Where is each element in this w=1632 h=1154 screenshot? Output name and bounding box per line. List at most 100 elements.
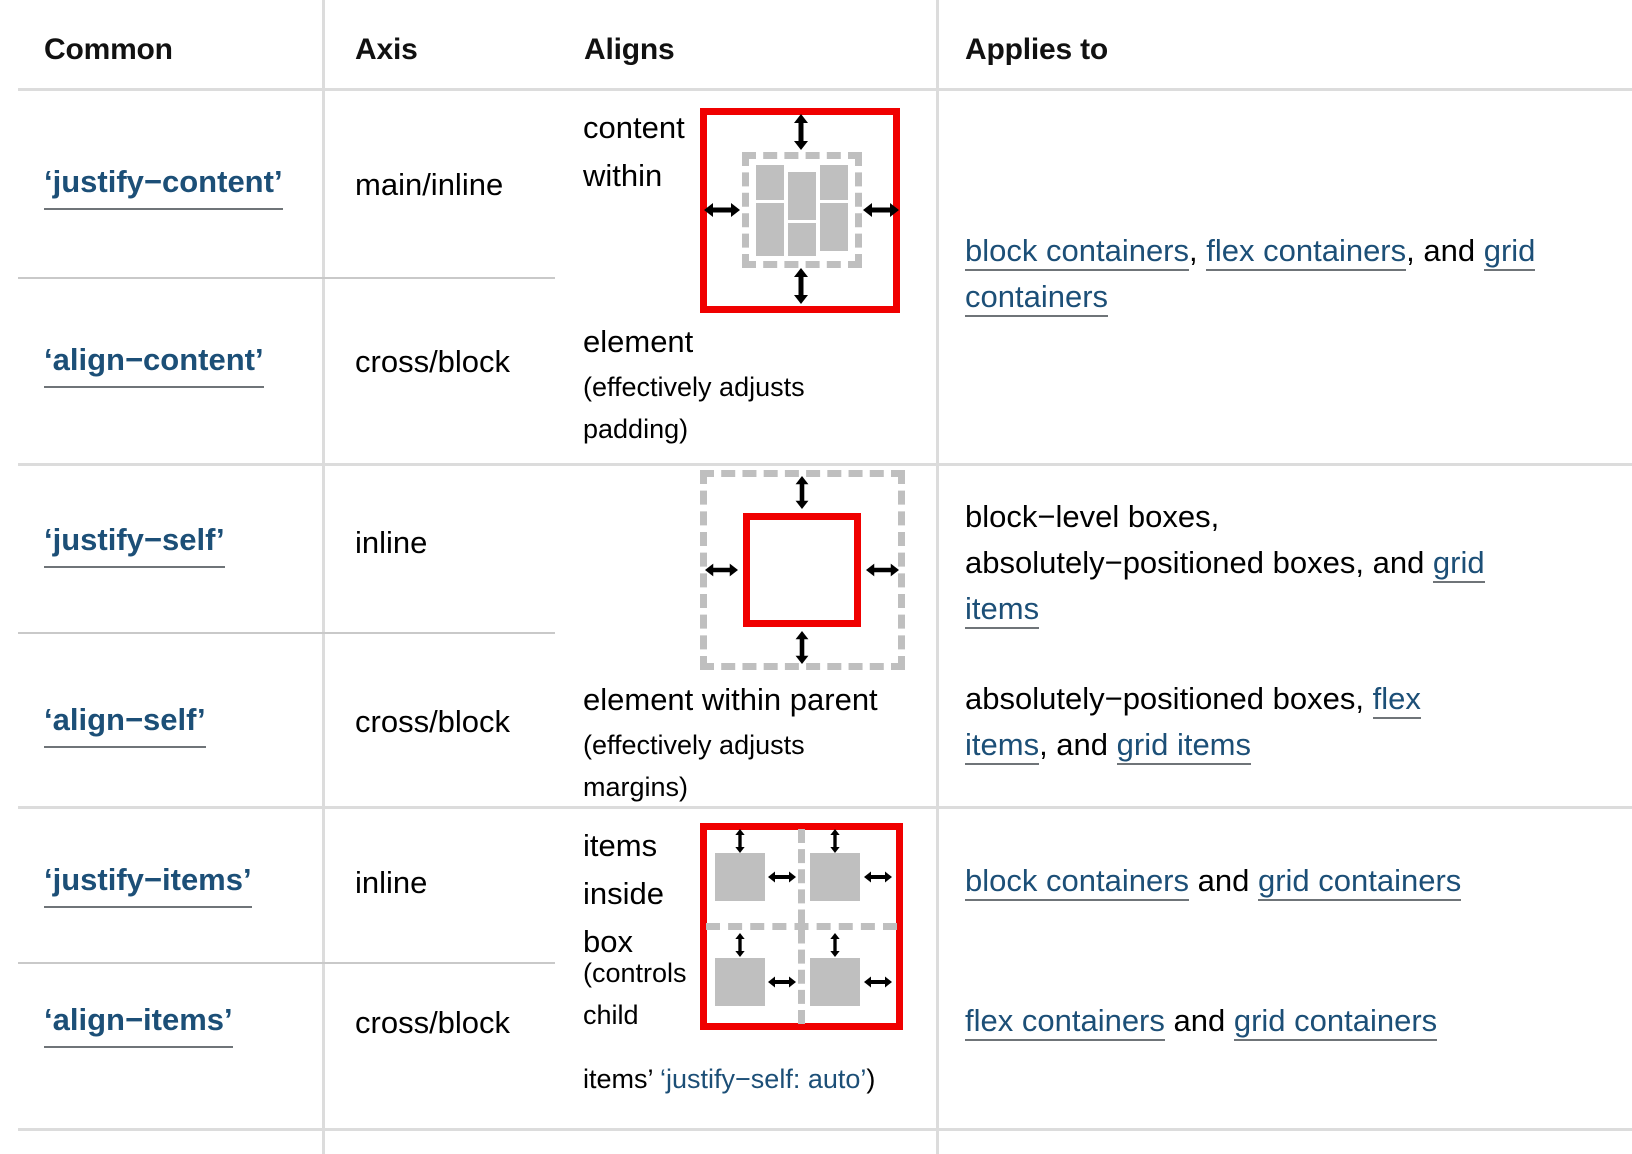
- table-row: ‘align−content’: [44, 338, 264, 388]
- link-block-containers-2[interactable]: block containers: [965, 863, 1190, 901]
- property-align-content[interactable]: ‘align−content’: [44, 338, 264, 388]
- arrow-left-right-icon: [866, 563, 899, 577]
- aligns-line-element: element: [583, 324, 694, 359]
- aligns-note-line-1: (effectively adjusts: [583, 372, 805, 402]
- justify-align-items-diagram: [700, 823, 903, 1030]
- applies-sep-4: and: [1189, 863, 1258, 898]
- aligns-note-controls-1: (controls: [583, 958, 687, 988]
- arrow-left-right-icon: [863, 203, 899, 217]
- column-header-common: Common: [44, 33, 173, 66]
- applies-cell-group-4: block containers and grid containers: [965, 858, 1585, 904]
- aligns-line-inside: inside: [583, 876, 664, 911]
- aligns-note-items-auto: items’ ‘justify−self: auto’): [583, 1058, 875, 1100]
- link-grid-items-2[interactable]: grid items: [1116, 727, 1252, 765]
- items-grid-item: [810, 958, 860, 1006]
- justify-align-content-diagram: [700, 108, 900, 313]
- table-row: ‘justify−items’: [44, 858, 252, 908]
- aligns-text-content: content within: [583, 104, 703, 200]
- applies-sep-1: ,: [1189, 233, 1207, 268]
- axis-value-justify-items: inline: [355, 865, 428, 900]
- content-item: [820, 165, 848, 200]
- aligns-note-items-prefix: items’: [583, 1064, 661, 1094]
- arrow-up-down-icon: [830, 933, 840, 957]
- applies-cell-group-1: block containers, flex containers, and g…: [965, 228, 1625, 320]
- aligns-line-element-within-parent: element within parent: [583, 682, 878, 717]
- items-grid-item: [715, 853, 765, 901]
- aligns-note-margins-1: (effectively adjusts: [583, 730, 805, 760]
- section-divider-1: [18, 463, 1632, 466]
- link-grid-containers-2[interactable]: grid containers: [1257, 863, 1462, 901]
- arrow-left-right-icon: [864, 976, 892, 988]
- table-row: ‘align−items’: [44, 998, 233, 1048]
- self-dashed-parent-box: [700, 470, 905, 670]
- arrow-left-right-icon: [864, 871, 892, 883]
- applies-text-block-level: block−level boxes, absolutely−positioned…: [965, 499, 1433, 580]
- arrow-up-down-icon: [794, 268, 808, 304]
- table-row: ‘align−self’: [44, 698, 206, 748]
- aligns-line-content: content: [583, 110, 685, 145]
- property-align-self[interactable]: ‘align−self’: [44, 698, 206, 748]
- aligns-note-controls: (controls child: [583, 952, 713, 1036]
- link-block-containers[interactable]: block containers: [965, 233, 1190, 271]
- arrow-left-right-icon: [768, 976, 796, 988]
- column-header-applies: Applies to: [965, 33, 1109, 66]
- property-justify-content[interactable]: ‘justify−content’: [44, 160, 283, 210]
- axis-value-justify-self: inline: [355, 525, 428, 560]
- content-dashed-content-box: [742, 152, 862, 268]
- aligns-note-items-suffix: ): [866, 1064, 876, 1094]
- items-grid-line-horizontal: [706, 923, 897, 930]
- aligns-line-within: within: [583, 158, 663, 193]
- aligns-text-items: items inside box: [583, 822, 703, 966]
- aligns-note-margins-2: margins): [583, 772, 689, 802]
- content-item: [788, 172, 816, 220]
- axis-value-align-self: cross/block: [355, 704, 511, 739]
- applies-sep-3: , and: [1039, 727, 1117, 762]
- justify-align-self-diagram: [700, 470, 905, 670]
- link-grid-containers[interactable]: grid containers: [965, 233, 1536, 317]
- table-row: ‘justify−content’: [44, 160, 283, 210]
- applies-cell-group-3: absolutely−positioned boxes, flex items,…: [965, 676, 1495, 768]
- table-bottom-divider: [18, 1128, 1632, 1131]
- column-header-aligns: Aligns: [584, 33, 675, 66]
- section-divider-2: [18, 806, 1632, 809]
- link-flex-containers-2[interactable]: flex containers: [965, 1003, 1165, 1041]
- row-divider-2: [18, 632, 555, 634]
- content-item: [756, 221, 784, 256]
- self-red-element-box: [743, 513, 861, 627]
- aligns-note-justify-self-auto: ‘justify−self: auto’: [660, 1064, 867, 1094]
- arrow-left-right-icon: [704, 203, 740, 217]
- aligns-line-items: items: [583, 828, 658, 863]
- aligns-line-box: box: [583, 924, 633, 959]
- applies-text-abs-positioned: absolutely−positioned boxes,: [965, 681, 1373, 716]
- aligns-text-element: element (effectively adjusts padding): [583, 318, 933, 450]
- arrow-up-down-icon: [794, 114, 808, 150]
- link-flex-items[interactable]: flex items: [965, 681, 1421, 765]
- property-justify-items[interactable]: ‘justify−items’: [44, 858, 252, 908]
- link-grid-items-1[interactable]: grid items: [965, 545, 1485, 629]
- items-grid-item: [810, 853, 860, 901]
- row-divider-1: [18, 277, 555, 279]
- axis-value-justify-content: main/inline: [355, 167, 504, 202]
- property-justify-self[interactable]: ‘justify−self’: [44, 518, 225, 568]
- arrow-up-down-icon: [830, 829, 840, 853]
- content-item: [788, 223, 816, 256]
- property-align-items[interactable]: ‘align−items’: [44, 998, 233, 1048]
- aligns-text-element-parent: element within parent (effectively adjus…: [583, 676, 933, 808]
- content-item: [820, 203, 848, 251]
- arrow-left-right-icon: [768, 871, 796, 883]
- content-item: [756, 165, 784, 200]
- aligns-note-line-2: padding): [583, 414, 689, 444]
- arrow-left-right-icon: [705, 563, 738, 577]
- column-divider-applies: [936, 0, 939, 1154]
- arrow-up-down-icon: [735, 933, 745, 957]
- arrow-up-down-icon: [795, 476, 809, 509]
- link-flex-containers[interactable]: flex containers: [1206, 233, 1407, 271]
- arrow-up-down-icon: [735, 829, 745, 853]
- items-grid-item: [715, 958, 765, 1006]
- applies-cell-group-5: flex containers and grid containers: [965, 998, 1585, 1044]
- table-row: ‘justify−self’: [44, 518, 225, 568]
- applies-sep-2: , and: [1406, 233, 1484, 268]
- link-grid-containers-3[interactable]: grid containers: [1233, 1003, 1438, 1041]
- header-divider: [18, 88, 1632, 91]
